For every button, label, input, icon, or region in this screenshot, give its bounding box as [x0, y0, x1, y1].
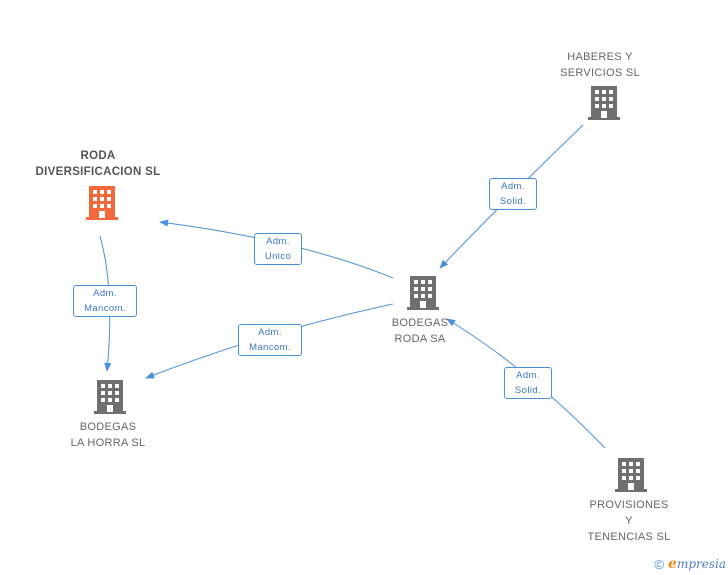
node-label-haberes[interactable]: HABERES Y SERVICIOS SL: [560, 51, 640, 79]
edge-label-bodegas-roda-roda-diversificacion: Adm. Unico: [254, 233, 302, 265]
building-icon-haberes[interactable]: [588, 86, 620, 120]
building-icon-bodegas-roda[interactable]: [407, 276, 439, 310]
building-icon-roda-diversificacion[interactable]: [86, 186, 118, 220]
building-icon-la-horra[interactable]: [94, 380, 126, 414]
node-label-la-horra[interactable]: BODEGAS LA HORRA SL: [70, 421, 146, 449]
edge-label-bodegas-roda-la-horra: Adm. Mancom.: [238, 324, 302, 356]
copyright-icon: ©: [654, 556, 665, 572]
edge-label-provisiones-bodegas-roda: Adm. Solid.: [504, 367, 552, 399]
building-icon-provisiones[interactable]: [615, 458, 647, 492]
node-label-bodegas-roda[interactable]: BODEGAS RODA SA: [391, 317, 449, 345]
node-label-provisiones[interactable]: PROVISIONES Y TENENCIAS SL: [587, 499, 671, 543]
footer-brand: © empresia: [654, 556, 726, 572]
edge-label-roda-diversificacion-la-horra: Adm. Mancom.: [73, 285, 137, 317]
empresia-logo[interactable]: empresia: [668, 556, 726, 572]
edge-label-haberes-bodegas-roda: Adm. Solid.: [489, 178, 537, 210]
node-label-roda-diversificacion[interactable]: RODA DIVERSIFICACION SL: [35, 150, 161, 178]
